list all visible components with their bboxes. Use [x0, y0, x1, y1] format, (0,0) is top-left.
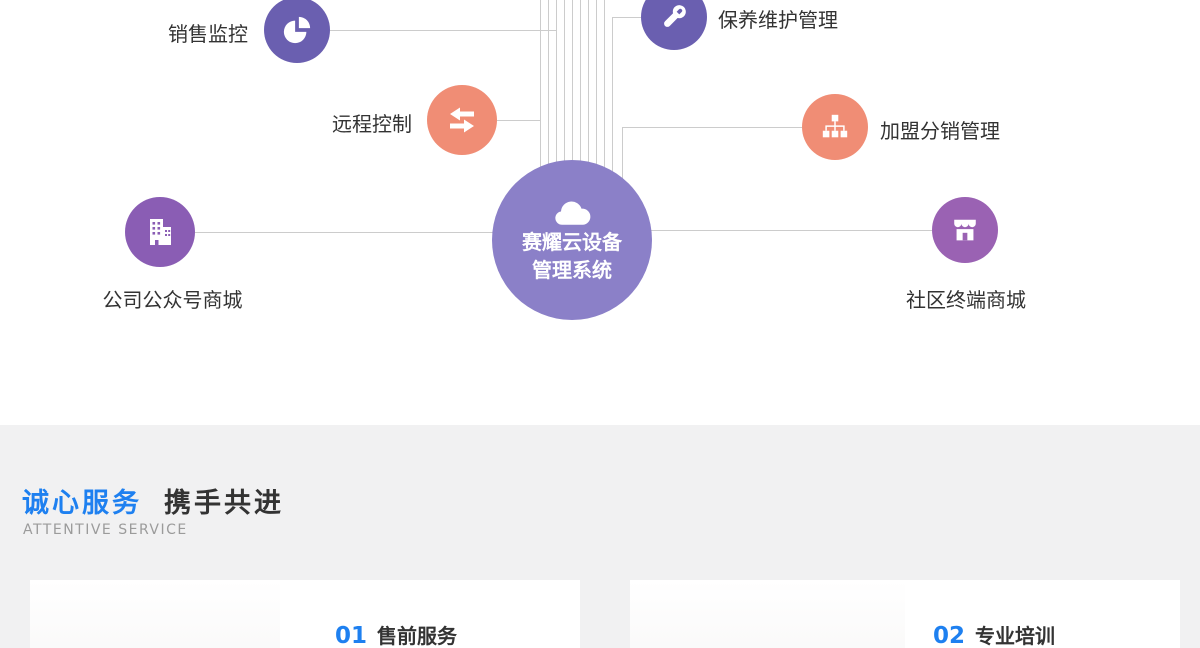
wechat-mall-node [125, 197, 195, 267]
service-section: 诚心服务携手共进 ATTENTIVE SERVICE 01 售前服务 02 专业… [0, 425, 1200, 648]
buildings-icon [150, 219, 171, 245]
connector-lines [195, 0, 932, 233]
card-text: 02 专业培训 [905, 580, 1055, 648]
sales-monitoring-label: 销售监控 [168, 22, 248, 46]
community-mall-label: 社区终端商城 [906, 288, 1026, 312]
presale-service-photo [30, 580, 280, 648]
card-title: 专业培训 [975, 624, 1056, 648]
section-title-rest: 携手共进 [164, 488, 284, 519]
card-title: 售前服务 [377, 624, 458, 648]
remote-control-label: 远程控制 [332, 112, 412, 136]
center-hub: 赛耀云设备 管理系统 [492, 160, 652, 320]
storefront-icon [954, 219, 976, 241]
franchise-node [802, 94, 868, 160]
pie-chart-icon [283, 16, 311, 44]
sitemap-icon [822, 114, 848, 138]
sales-monitoring-node [264, 0, 330, 63]
wrench-icon [664, 5, 686, 27]
section-title: 诚心服务携手共进 [22, 481, 284, 520]
remote-control-node [427, 85, 497, 155]
section-subtitle: ATTENTIVE SERVICE [23, 522, 188, 538]
section-title-highlight: 诚心服务 [22, 488, 142, 519]
wechat-mall-label: 公司公众号商城 [102, 288, 243, 312]
cloud-icon [555, 200, 591, 225]
center-hub-title-line2: 管理系统 [532, 257, 612, 282]
maintenance-label: 保养维护管理 [718, 8, 838, 32]
franchise-label: 加盟分销管理 [880, 119, 1000, 143]
service-card-presale: 01 售前服务 [30, 580, 580, 648]
community-mall-node [932, 197, 998, 263]
double-arrows-icon [450, 107, 474, 133]
training-photo [630, 580, 905, 648]
card-text: 01 售前服务 [280, 580, 457, 648]
card-number: 01 [335, 623, 368, 648]
card-number: 02 [933, 623, 966, 648]
service-card-training: 02 专业培训 [630, 580, 1180, 648]
center-hub-title-line1: 赛耀云设备 [522, 229, 622, 254]
